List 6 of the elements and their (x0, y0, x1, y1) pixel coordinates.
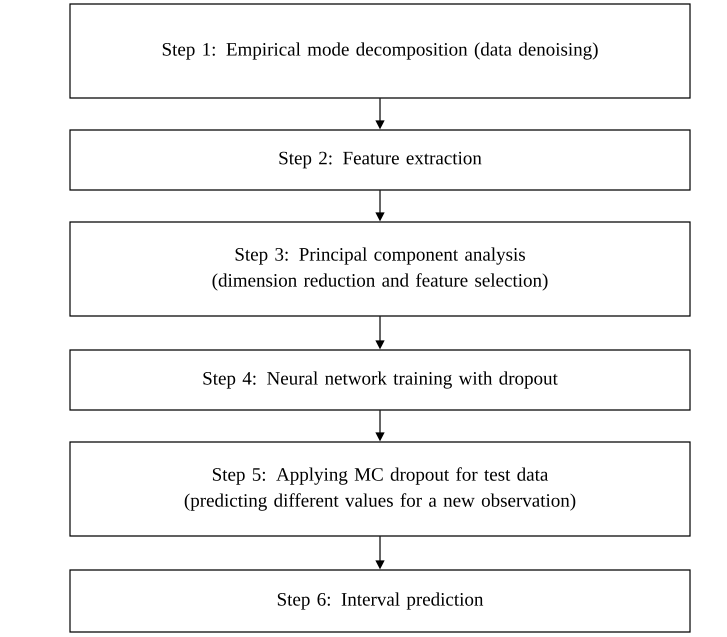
step-box: Step 3: Principal component analysis (dimension reduction and feature selection) (69, 221, 691, 317)
step-box: Step 1: Empirical mode decomposition (data denoising) (69, 3, 691, 99)
step-box: Step 5: Applying MC dropout for test data (predicting different values for a new observation) (69, 441, 691, 537)
step-box: Step 2: Feature extraction (69, 129, 691, 191)
step-box: Step 6: Interval prediction (69, 569, 691, 633)
step-box: Step 4: Neural network training with dropout (69, 349, 691, 411)
